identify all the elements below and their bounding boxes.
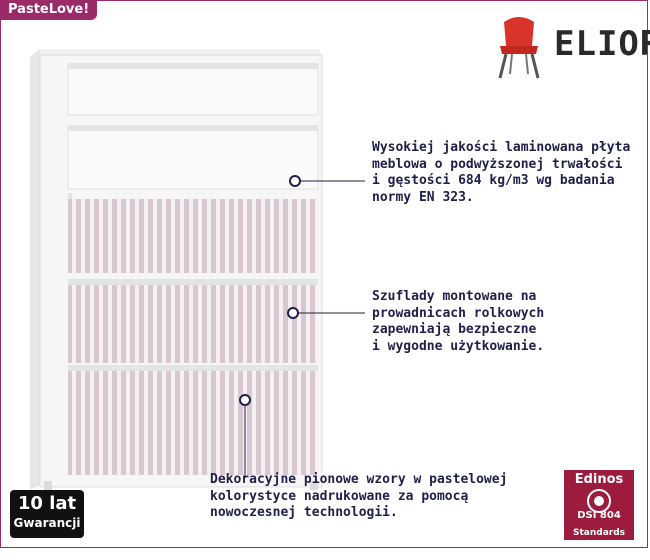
image-frame (0, 0, 648, 548)
callout-drawers: Szuflady montowane na prowadnicach rolko… (372, 289, 545, 354)
edinos-standard: Standards (572, 528, 626, 538)
chair-icon (498, 17, 540, 79)
warranty-years: 10 lat (17, 493, 77, 514)
elior-logo: ELIOR (488, 12, 650, 82)
certificate-seal-icon (587, 489, 611, 513)
callout-board-quality: Wysokiej jakości laminowana płyta meblow… (372, 140, 631, 205)
edinos-name: Edinos (574, 472, 624, 487)
warranty-label: Gwarancji (13, 516, 81, 530)
callout-patterns: Dekoracyjne pionowe wzory w pastelowej k… (210, 472, 508, 520)
edinos-badge: Edinos DSI 804 Standards (564, 470, 634, 540)
warranty-badge: 10 lat Gwarancji (10, 490, 84, 538)
logo-text: ELIOR (554, 24, 650, 64)
brand-tag: PasteLove! (0, 0, 98, 20)
dresser-illustration (30, 49, 323, 490)
edinos-code: DSI 804 (577, 510, 621, 521)
